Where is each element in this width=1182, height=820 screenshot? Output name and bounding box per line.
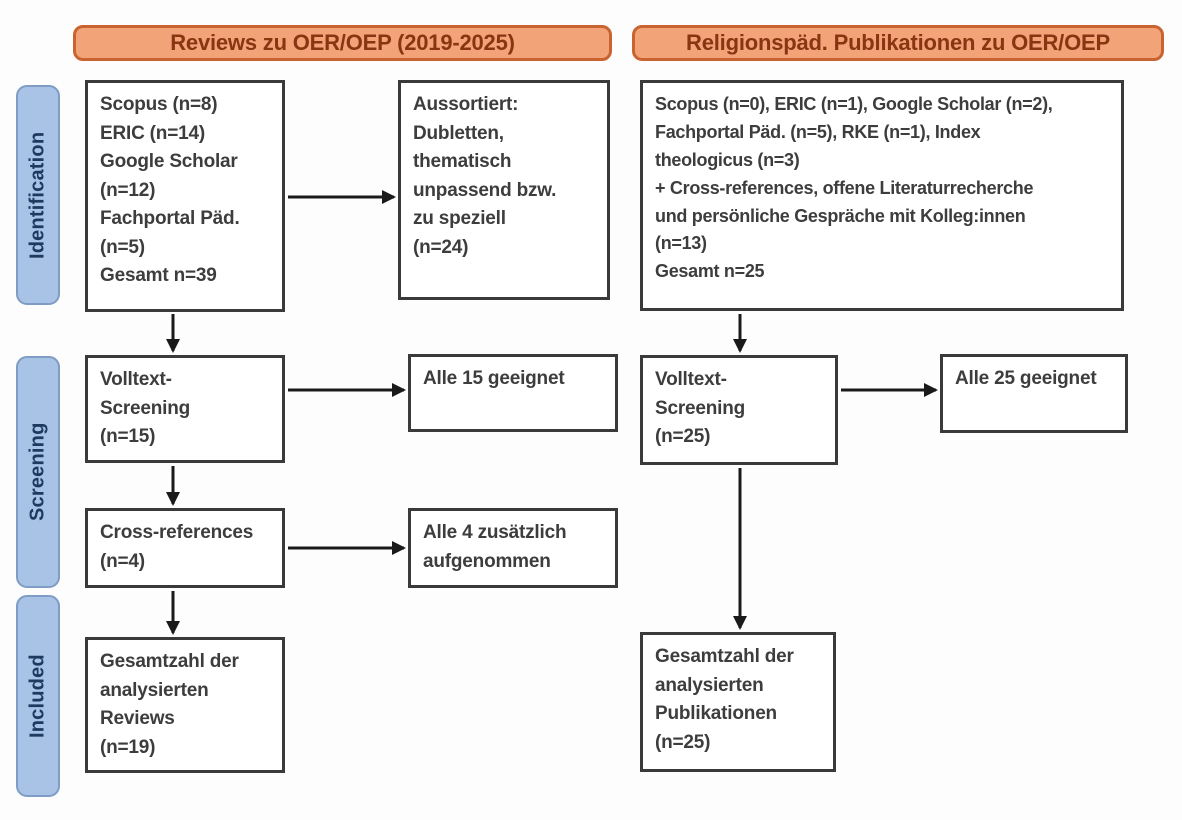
- left-crossref-result-box: Alle 4 zusätzlich aufgenommen: [408, 508, 618, 588]
- right-fulltext-result-box: Alle 25 geeignet: [940, 354, 1128, 433]
- left-crossref-box: Cross-references (n=4): [85, 508, 285, 588]
- stage-label-screening: Screening: [16, 356, 60, 588]
- right-fulltext-screening-box: Volltext- Screening (n=25): [640, 355, 838, 465]
- column-header-religionspaed-publications: Religionspäd. Publikationen zu OER/OEP: [632, 25, 1164, 61]
- left-included-total-box: Gesamtzahl der analysierten Reviews (n=1…: [85, 637, 285, 773]
- left-fulltext-result-box: Alle 15 geeignet: [408, 354, 618, 432]
- column-header-reviews: Reviews zu OER/OEP (2019-2025): [73, 25, 612, 61]
- left-sources-box: Scopus (n=8) ERIC (n=14) Google Scholar …: [85, 80, 285, 312]
- right-sources-box: Scopus (n=0), ERIC (n=1), Google Scholar…: [640, 80, 1124, 311]
- stage-label-identification: Identification: [16, 85, 60, 305]
- stage-label-included: Included: [16, 595, 60, 797]
- left-excluded-box: Aussortiert: Dubletten, thematisch unpas…: [398, 80, 610, 300]
- left-fulltext-screening-box: Volltext- Screening (n=15): [85, 355, 285, 463]
- right-included-total-box: Gesamtzahl der analysierten Publikatione…: [640, 632, 836, 772]
